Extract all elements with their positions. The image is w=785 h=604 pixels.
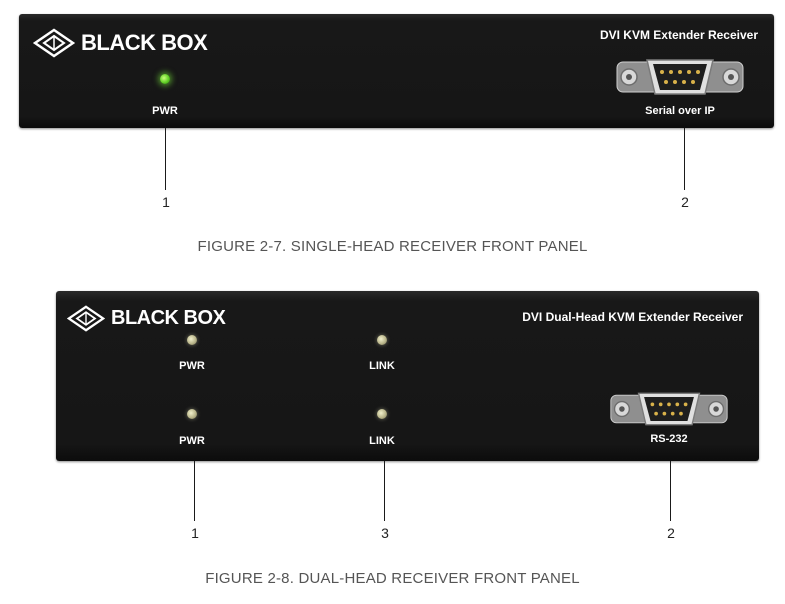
link-label-bottom: LINK	[369, 435, 395, 447]
serial-over-ip-label: Serial over IP	[645, 105, 715, 117]
pwr-label-bottom: PWR	[179, 435, 205, 447]
single-head-receiver-front-panel: BLACK BOX DVI KVM Extender Receiver PWR …	[19, 14, 774, 128]
callout-number-2: 2	[681, 194, 689, 210]
callout-line-1	[194, 461, 195, 521]
black-box-logo: BLACK BOX	[67, 305, 226, 332]
callout-line-2	[670, 461, 671, 521]
link-label-top: LINK	[369, 360, 395, 372]
callout-number-1: 1	[191, 525, 199, 541]
pwr-label-top: PWR	[179, 360, 205, 372]
link-led-top-icon	[377, 335, 387, 345]
model-name: DVI KVM Extender Receiver	[599, 28, 758, 42]
brand-name: BLACK BOX	[111, 307, 226, 329]
pwr-label: PWR	[152, 105, 178, 117]
figure-caption-2-7: FIGURE 2-7. SINGLE-HEAD RECEIVER FRONT P…	[197, 238, 588, 255]
black-box-logo-icon	[33, 28, 75, 58]
black-box-logo: BLACK BOX	[33, 28, 208, 58]
db9-connector-icon	[610, 392, 728, 426]
rs-232-label: RS-232	[650, 433, 688, 445]
callout-line-3	[384, 461, 385, 521]
dual-head-receiver-front-panel: BLACK BOX DVI Dual-Head KVM Extender Rec…	[56, 291, 759, 461]
model-name: DVI Dual-Head KVM Extender Receiver	[522, 310, 743, 324]
callout-line-1	[165, 128, 166, 190]
pwr-led-icon	[160, 74, 170, 84]
callout-line-2	[684, 128, 685, 190]
callout-number-3: 3	[381, 525, 389, 541]
brand-name: BLACK BOX	[81, 30, 208, 55]
callout-number-2: 2	[667, 525, 675, 541]
pwr-led-bottom-icon	[187, 409, 197, 419]
pwr-led-top-icon	[187, 335, 197, 345]
callout-number-1: 1	[162, 194, 170, 210]
figure-caption-2-8: FIGURE 2-8. DUAL-HEAD RECEIVER FRONT PAN…	[205, 570, 580, 587]
link-led-bottom-icon	[377, 409, 387, 419]
db9-connector-icon	[616, 59, 744, 95]
black-box-logo-icon	[67, 305, 105, 332]
